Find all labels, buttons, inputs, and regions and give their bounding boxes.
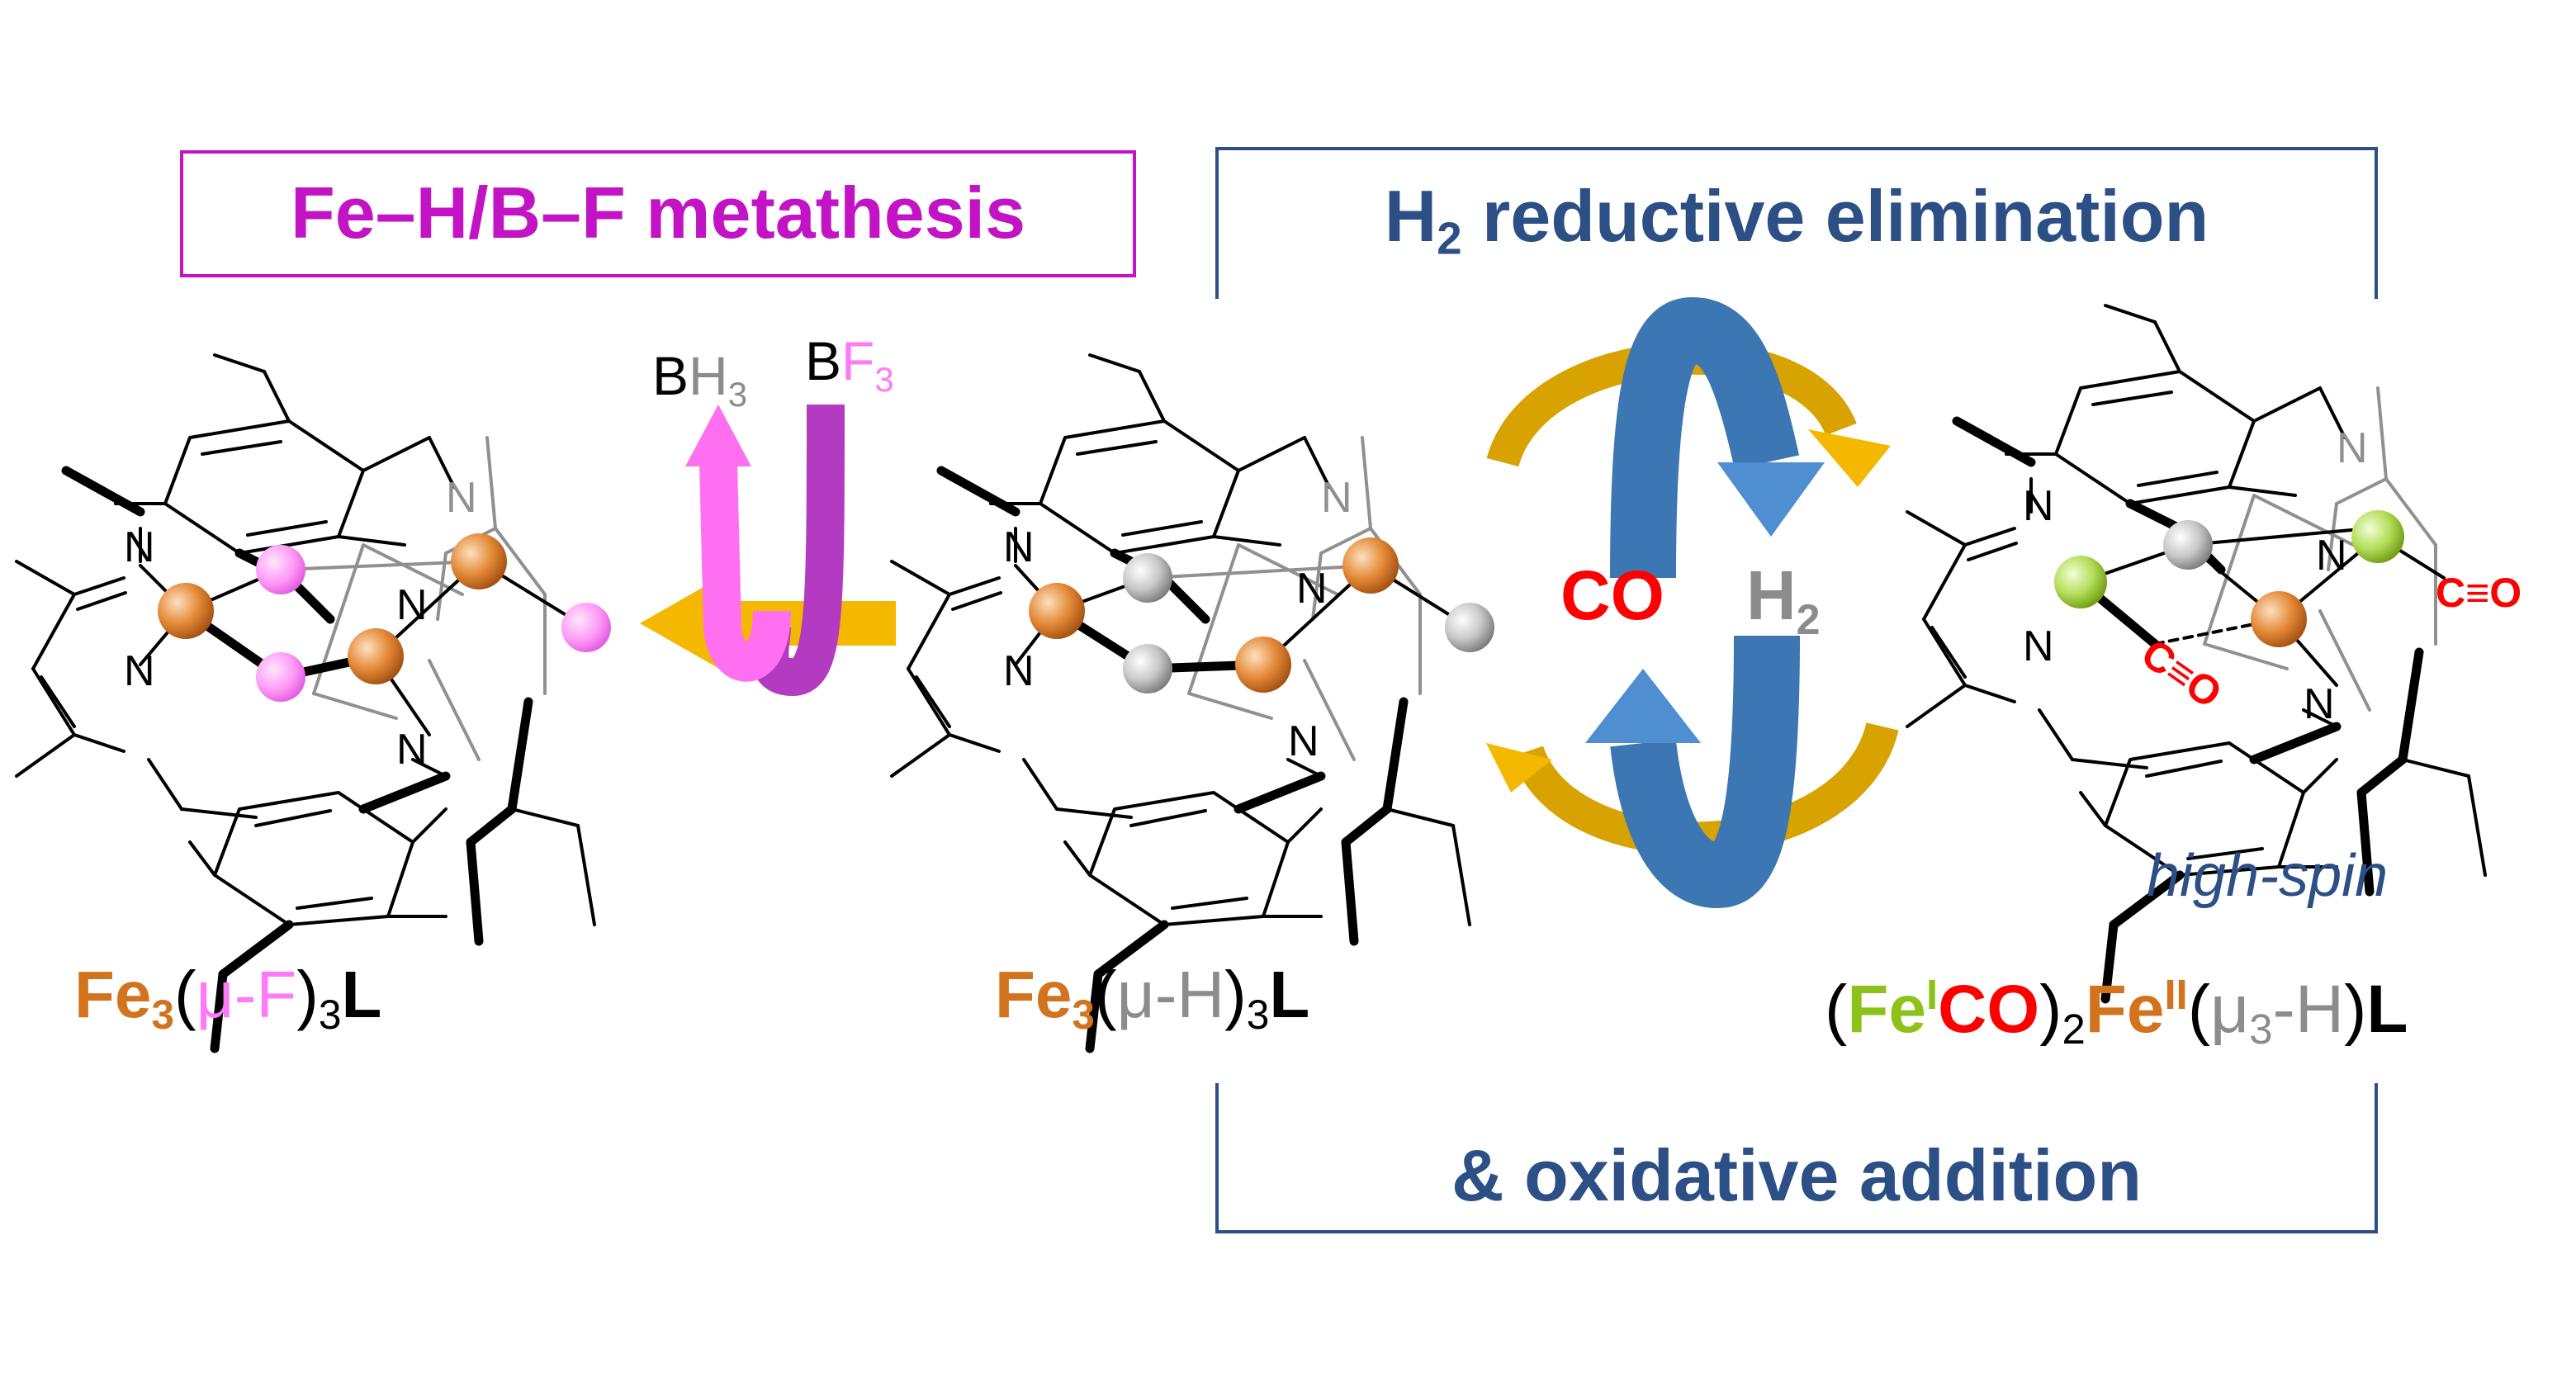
bh3-arrowhead bbox=[685, 405, 751, 466]
blue-arc-top bbox=[1610, 296, 1800, 579]
svg-text:N: N bbox=[1296, 565, 1328, 613]
co-reagent-label: CO bbox=[1560, 556, 1664, 634]
h-atom bbox=[1123, 644, 1172, 694]
right-compound-label: (FeICO)2FeII(μ3-H)L bbox=[1825, 971, 2408, 1053]
svg-text:N: N bbox=[396, 726, 428, 774]
svg-text:N: N bbox=[124, 647, 155, 695]
svg-text:N: N bbox=[1003, 647, 1035, 695]
left-complex bbox=[17, 355, 611, 1049]
svg-text:N: N bbox=[2304, 680, 2335, 728]
oxidative-addition-title: & oxidative addition bbox=[1451, 1134, 2143, 1216]
left-compound-label: Fe3(μ-F)3L bbox=[74, 958, 382, 1038]
f-atom bbox=[256, 545, 305, 594]
svg-text:N: N bbox=[2023, 482, 2054, 530]
svg-text:N: N bbox=[2337, 424, 2368, 472]
middle-compound-label: Fe3(μ-H)3L bbox=[995, 958, 1310, 1038]
metathesis-box bbox=[180, 150, 1136, 277]
svg-text:N: N bbox=[1003, 523, 1035, 571]
fe-atom bbox=[348, 628, 404, 684]
svg-text:N: N bbox=[396, 581, 428, 629]
fe-atom bbox=[1342, 537, 1399, 594]
metathesis-arrows bbox=[640, 404, 896, 697]
fe-atom bbox=[158, 583, 214, 639]
fe-atom bbox=[451, 533, 507, 589]
f-atom bbox=[561, 603, 611, 652]
fe1-atom bbox=[2351, 510, 2404, 563]
svg-text:N: N bbox=[2023, 622, 2054, 670]
h2-reagent-label: H2 bbox=[1746, 556, 1821, 644]
n-atom-labels: N N N N N N N N N N N N N N N bbox=[124, 424, 2368, 774]
reductive-elimination-title: H2 reductive elimination bbox=[1384, 175, 2209, 264]
co-ligand-label: C≡O bbox=[2436, 570, 2522, 616]
fe2-atom bbox=[2251, 591, 2307, 647]
middle-complex bbox=[892, 355, 1494, 1049]
bh3-label: BH3 bbox=[652, 345, 747, 414]
metathesis-title: Fe–H/B–F metathesis bbox=[290, 172, 1026, 253]
fe-atom bbox=[1235, 637, 1291, 693]
bf3-label: BF3 bbox=[805, 330, 894, 399]
cycle-arrows bbox=[1486, 296, 1899, 909]
svg-text:N: N bbox=[124, 523, 155, 571]
right-complex bbox=[1907, 305, 2485, 999]
h-atom bbox=[1123, 553, 1172, 603]
svg-text:N: N bbox=[2316, 532, 2347, 580]
h-atom bbox=[1445, 603, 1494, 652]
svg-text:N: N bbox=[1288, 717, 1319, 765]
high-spin-label: high-spin bbox=[2147, 843, 2389, 909]
blue-arc-bottom bbox=[1610, 635, 1800, 909]
f-atom bbox=[256, 652, 305, 702]
bh3-ribbon bbox=[699, 462, 791, 682]
gold-arc-bottom bbox=[1512, 722, 1899, 855]
fe-atom bbox=[1029, 583, 1085, 639]
svg-text:N: N bbox=[1321, 474, 1352, 522]
h-atom bbox=[2163, 520, 2213, 570]
svg-text:N: N bbox=[446, 474, 477, 522]
fe1-atom bbox=[2054, 556, 2107, 608]
